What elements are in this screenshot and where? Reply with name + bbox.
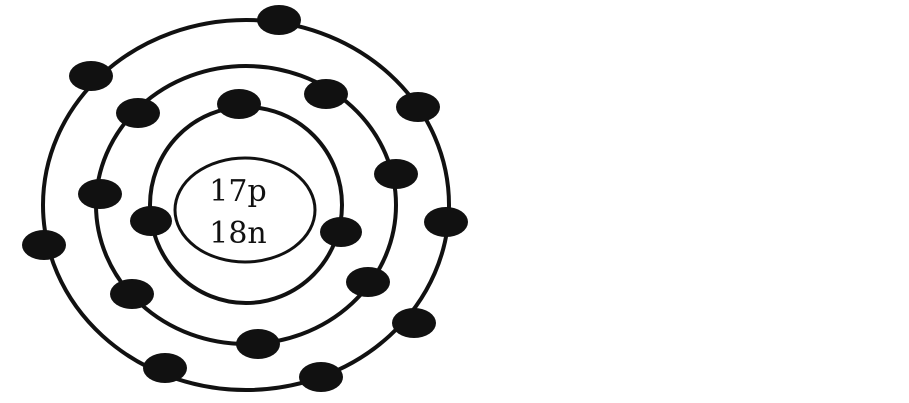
electron-middle-3 <box>78 179 122 209</box>
electron-outer-6 <box>143 353 187 383</box>
neutrons-label: 18n <box>209 216 267 251</box>
electron-outer-4 <box>22 230 66 260</box>
electron-middle-2 <box>304 79 348 109</box>
electron-outer-7 <box>392 308 436 338</box>
electron-outer-2 <box>69 61 113 91</box>
electron-outer-1 <box>257 5 301 35</box>
electron-outer-3 <box>396 92 440 122</box>
electron-middle-6 <box>346 267 390 297</box>
electron-middle-1 <box>116 98 160 128</box>
electron-middle-4 <box>374 159 418 189</box>
electrons <box>22 5 468 392</box>
electron-middle-7 <box>236 329 280 359</box>
nucleus: 17p 18n <box>173 156 317 264</box>
electron-inner-1 <box>217 89 261 119</box>
protons-label: 17p <box>209 174 266 209</box>
electron-outer-8 <box>299 362 343 392</box>
nucleus-boundary <box>173 156 317 264</box>
outer-shell-orbit <box>41 18 451 392</box>
electron-inner-2 <box>130 206 172 236</box>
electron-outer-5 <box>424 207 468 237</box>
electron-middle-5 <box>110 279 154 309</box>
electron-inner-3 <box>320 217 362 247</box>
